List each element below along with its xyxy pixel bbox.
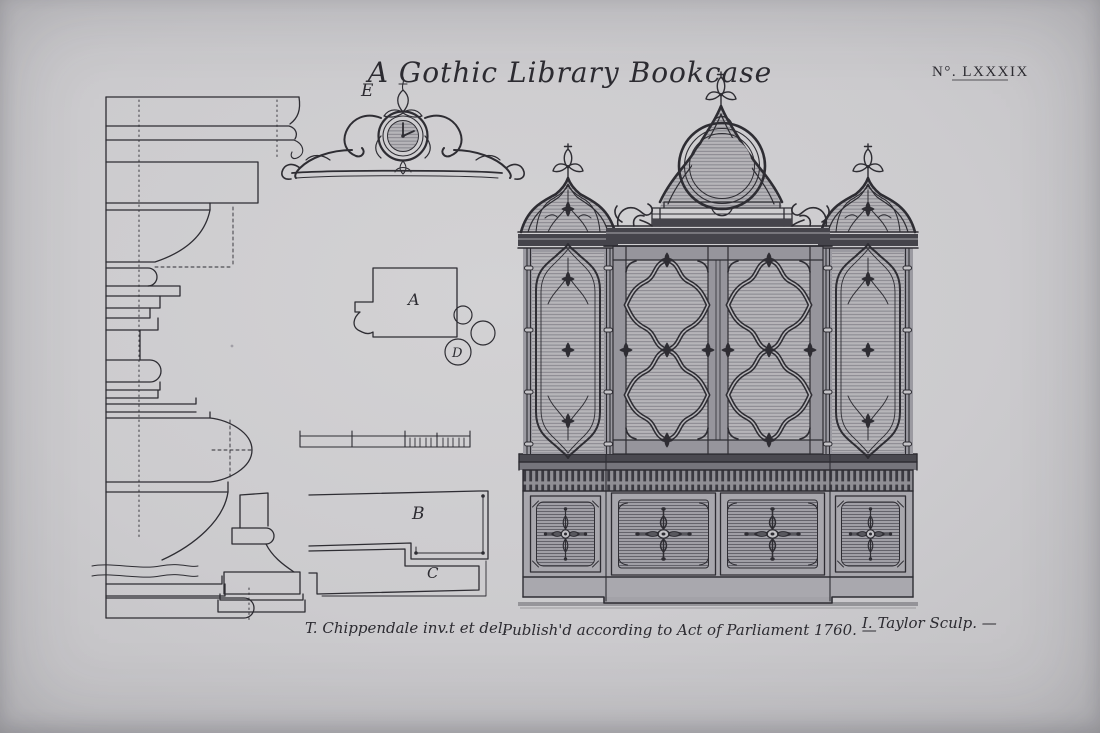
label-door-frame-plan-outer: B [411, 504, 425, 524]
bookcase-left-wing [518, 144, 618, 458]
plate-number: N°. LXXXIX [932, 64, 1029, 80]
label-pillar-plan: D [451, 346, 463, 361]
pedestal-panel [612, 493, 716, 575]
label-door-frame-plan-inner: C [427, 564, 439, 582]
bookcase-elevation [518, 71, 918, 609]
bookcase-pedestal [518, 453, 918, 604]
scale-bar [299, 430, 471, 448]
plate-title: A Gothic Library Bookcase [365, 56, 772, 89]
pedestal-base-profile-section [217, 492, 306, 613]
label-cresting-detail: E [360, 81, 374, 101]
pedestal-panel [836, 496, 906, 572]
pedestal-panel [721, 493, 825, 575]
pedestal-panel [531, 496, 601, 572]
cornice-profile-section [91, 96, 304, 621]
bookcase-right-wing [818, 144, 918, 458]
cornice-plan-drawing [353, 267, 496, 366]
door-frame-plan-drawing [308, 490, 489, 597]
label-cornice-plan: A [406, 290, 420, 309]
paper-speck [230, 344, 234, 348]
imprint-designer: T. Chippendale inv.t et del. [305, 619, 507, 637]
bookcase-pediment [614, 71, 830, 227]
bookcase-centre-doors [603, 225, 833, 455]
imprint-engraver: I. Taylor Sculp. — [861, 614, 997, 632]
cresting-detail-drawing [281, 76, 525, 180]
imprint-publication: Publish'd according to Act of Parliament… [501, 621, 877, 639]
